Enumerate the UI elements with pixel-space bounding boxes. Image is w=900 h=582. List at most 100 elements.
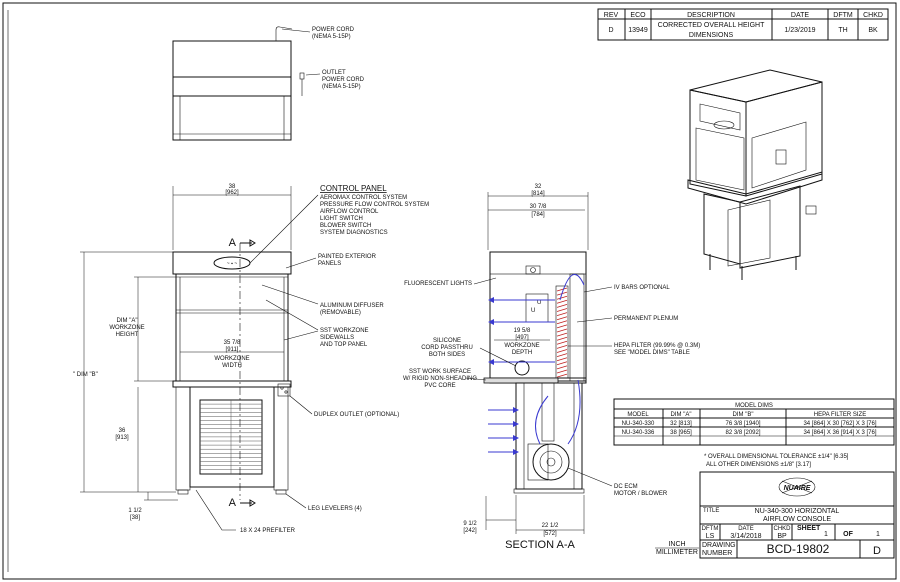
- stand-height-dim-mm: [913]: [115, 435, 129, 441]
- motor-label-1: DC ECM: [614, 484, 638, 490]
- description-value-2: DIMENSIONS: [689, 32, 734, 39]
- date-header: DATE: [791, 12, 809, 19]
- description-header: DESCRIPTION: [687, 12, 735, 19]
- airflow-arrows: [488, 273, 585, 455]
- workzone-width-dim: 35 7/8: [224, 340, 241, 346]
- model-row-2-dim-b: 82 3/8 [2092]: [725, 430, 760, 436]
- eco-value: 13949: [628, 27, 648, 34]
- workzone-depth-label-1: WORKZONE: [504, 343, 539, 349]
- chkd-value: BK: [868, 27, 878, 34]
- sst-label-1: SST WORKZONE: [320, 328, 369, 334]
- workzone-width-label-2: WIDTH: [222, 363, 242, 369]
- dim-b-header: DIM "B": [733, 412, 754, 418]
- section-marker-bottom: A: [229, 497, 237, 509]
- tolerance-note-2: ALL OTHER DIMENSIONS ±1/8" [3.17]: [706, 462, 811, 468]
- workzone-depth-dim-mm: [497]: [515, 335, 529, 341]
- model-row-1-hepa: 34 [864] X 30 [762] X 3 [76]: [803, 421, 876, 427]
- footer-dim-mm: [242]: [463, 528, 477, 534]
- sheet-label: SHEET: [797, 525, 821, 532]
- power-cord-label-2: (NEMA 5-15P): [312, 34, 351, 40]
- cabinet-depth-dim: 30 7/8: [530, 204, 547, 210]
- base-depth-dim-mm: [572]: [543, 531, 557, 537]
- model-row-1-model: NU-340-330: [622, 421, 655, 427]
- work-surface-label-2: W/ RIGID NON-SHEADING: [403, 376, 477, 382]
- silicone-label-3: BOTH SIDES: [429, 352, 465, 358]
- workzone-width-label-1: WORKZONE: [214, 356, 249, 362]
- sheet-value: 1: [824, 531, 828, 538]
- nuaire-logo: NUAIRE: [778, 477, 816, 497]
- duplex-outlet: [277, 383, 291, 397]
- model-header: MODEL: [627, 412, 649, 418]
- chkd-label: CHKD: [773, 526, 791, 532]
- model-dims-table: MODEL DIMS MODEL DIM "A" DIM "B" HEPA FI…: [613, 398, 895, 446]
- model-row-2-model: NU-340-336: [622, 430, 655, 436]
- base-depth-dim: 22 1/2: [542, 523, 559, 529]
- dftm-label: DFTM: [702, 526, 719, 532]
- painted-panels-label-2: PANELS: [318, 261, 341, 267]
- outlet-cord-label-1: OUTLET: [322, 70, 346, 76]
- silicone-passthru: [514, 360, 530, 376]
- hepa-label-1: HEPA FILTER (99.99% @ 0.3M): [614, 343, 700, 349]
- blower: [532, 443, 570, 481]
- motor-label-2: MOTOR / BLOWER: [614, 491, 668, 497]
- dim-a-label-1: DIM "A": [117, 318, 138, 324]
- eco-header: ECO: [630, 12, 646, 19]
- rev-header: REV: [604, 12, 619, 19]
- date-label: DATE: [738, 526, 754, 532]
- sst-label-3: AND TOP PANEL: [320, 342, 368, 348]
- section-view: 32 [814] 30 7/8 [784] U U: [403, 184, 700, 551]
- model-row-1-dim-b: 76 3/8 [1940]: [725, 421, 760, 427]
- dftm-value: TH: [838, 27, 847, 34]
- control-panel-item-1: AEROMAX CONTROL SYSTEM: [320, 195, 407, 201]
- isometric-view: [687, 69, 823, 280]
- top-view: POWER CORD (NEMA 5-15P) OUTLET POWER COR…: [172, 26, 365, 141]
- silicone-label-2: CORD PASSTHRU: [421, 345, 473, 351]
- model-dims-title: MODEL DIMS: [735, 403, 773, 409]
- silicone-label-1: SILICONE: [433, 338, 461, 344]
- work-surface: [483, 377, 559, 384]
- date-value: 3/14/2018: [730, 533, 761, 540]
- dim-b-label: " DIM "B": [73, 372, 98, 378]
- painted-panels-label-1: PAINTED EXTERIOR: [318, 254, 377, 260]
- control-panel-title: CONTROL PANEL: [320, 184, 387, 193]
- mark-u-2: U: [531, 308, 535, 314]
- svg-text:NUAIRE: NUAIRE: [784, 485, 811, 492]
- outlet-cord-label-3: (NEMA 5-15P): [322, 84, 361, 90]
- hepa-size-header: HEPA FILTER SIZE: [814, 412, 866, 418]
- model-row-1-dim-a: 32 [813]: [670, 421, 692, 427]
- tolerance-note-1: * OVERALL DIMENSIONAL TOLERANCE ±1/4" [6…: [704, 454, 849, 460]
- overall-depth-dim-mm: [814]: [531, 191, 545, 197]
- cabinet-depth-dim-mm: [784]: [531, 212, 545, 218]
- iv-bars-label: IV BARS OPTIONAL: [614, 285, 670, 291]
- title-line-2: AIRFLOW CONSOLE: [763, 516, 831, 523]
- title-label: TITLE: [703, 508, 719, 514]
- description-value-1: CORRECTED OVERALL HEIGHT: [658, 22, 765, 29]
- diffuser-label-2: (REMOVABLE): [320, 310, 361, 316]
- front-view: 38 [962] ~ ▪ ~ 35 7/8 [911] WORKZONE WID…: [73, 184, 429, 534]
- model-row-2-dim-a: 38 [965]: [670, 430, 692, 436]
- mark-u-1: U: [537, 300, 541, 306]
- footer-dim: 9 1/2: [463, 521, 477, 527]
- control-panel-item-3: AIRFLOW CONTROL: [320, 209, 379, 215]
- of-value: 1: [876, 531, 880, 538]
- stand-height-dim: 36: [119, 428, 126, 434]
- overall-width-dim: 38: [229, 184, 236, 190]
- diffuser-label-1: ALUMINUM DIFFUSER: [320, 303, 384, 309]
- section-marker-top: A: [229, 237, 237, 249]
- dftm-header: DFTM: [833, 12, 853, 19]
- drawing-label-2: NUMBER: [702, 550, 732, 557]
- outlet-cord-label-2: POWER CORD: [322, 77, 365, 83]
- leveler-dim: 1 1/2: [128, 508, 142, 514]
- drawing-revision: D: [873, 545, 881, 557]
- work-surface-label-3: PVC CORE: [424, 383, 455, 389]
- control-panel-item-4: LIGHT SWITCH: [320, 216, 363, 222]
- workzone-depth-label-2: DEPTH: [512, 350, 532, 356]
- work-surface-label-1: SST WORK SURFACE: [409, 369, 471, 375]
- chkd-header: CHKD: [863, 12, 883, 19]
- units-label-1: INCH: [668, 541, 685, 548]
- dim-a-label-3: HEIGHT: [116, 332, 139, 338]
- rev-value: D: [608, 27, 613, 34]
- fluorescent-label: FLUORESCENT LIGHTS: [404, 281, 472, 287]
